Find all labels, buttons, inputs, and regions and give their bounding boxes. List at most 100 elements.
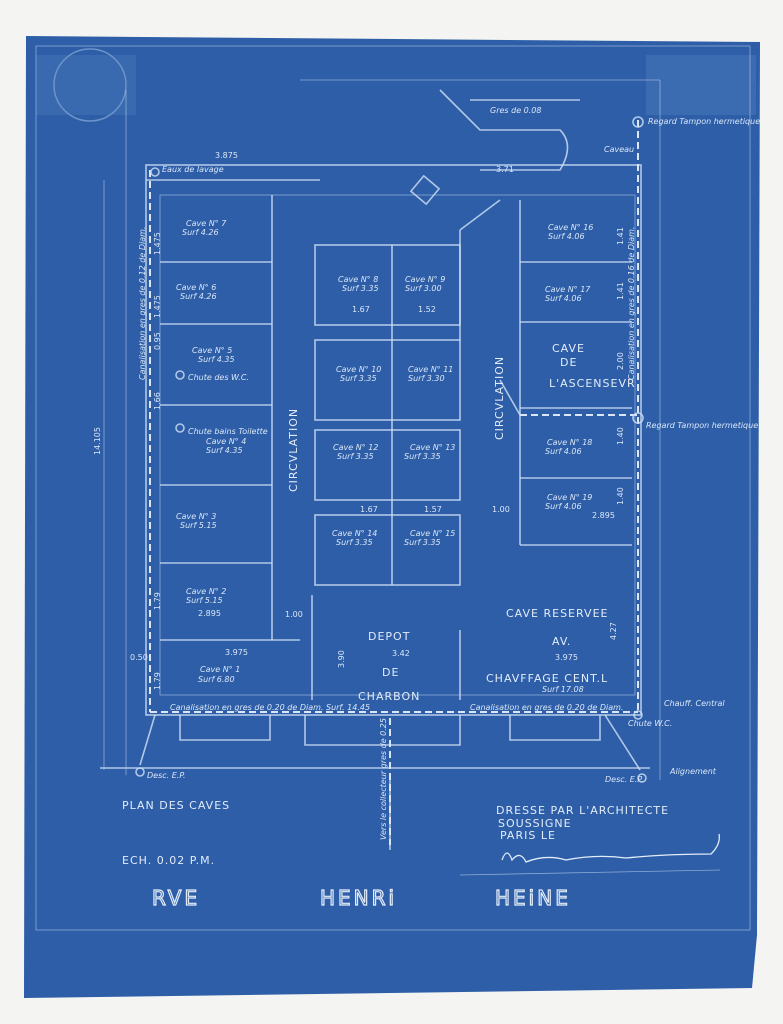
room-name: Cave N° 4 [206,437,246,446]
room-name: Cave N° 16 [548,223,593,232]
room-surface: Surf 3.35 [404,538,441,547]
dimension: 2.895 [592,511,615,520]
note: Regard Tampon hermetique [646,421,758,430]
room-surface: Surf 6.80 [198,675,235,684]
room-name: Cave N° 3 [176,512,216,521]
room-surface: Surf 4.35 [206,446,243,455]
dimension: 1.41 [616,227,625,245]
note: Chute bains Toilette [188,427,268,436]
note: Chauff. Central [664,699,725,708]
depot-label: CHARBON [358,690,420,703]
room-name: Cave N° 10 [336,365,381,374]
dimension: 1.40 [616,487,625,505]
depot-label: DE [382,666,399,679]
architect-line: DRESSE PAR L'ARCHITECTE [496,804,669,817]
walls [100,79,721,876]
dimension: 3.975 [555,653,578,662]
room-surface: Surf 3.30 [408,374,445,383]
plan-title: PLAN DES CAVES [122,799,230,812]
room-name: Cave N° 7 [186,219,227,228]
title-block: PLAN DES CAVES ECH. 0.02 P.M. DRESSE PAR… [122,799,720,911]
dimensions: 3.875 1.475 1.475 0.95 1.66 1.79 1.79 3.… [130,151,625,690]
room-surface: Surf 3.35 [337,452,374,461]
note: Alignement [669,767,717,776]
elevator-cave-label: DE [560,356,577,369]
architect-line: SOUSSIGNE [498,817,572,830]
note: Desc. E.P. [605,775,644,784]
dimension: 2.00 [616,352,625,370]
elevator-cave-label: CAVE [552,342,585,355]
room-name: Cave N° 17 [545,285,591,294]
dimension: 1.475 [153,295,162,318]
annotations: Eaux de lavage Chute des W.C. Chute bain… [93,106,760,840]
room-surface: Surf 4.26 [182,228,219,237]
dimension: 0.95 [153,332,162,350]
room-name: Cave N° 2 [186,587,226,596]
dimension: 1.57 [424,505,442,514]
drainage-pipes [135,116,647,845]
dimension: 14.105 [93,427,102,455]
architect-signature [501,833,720,863]
room-surface: Surf 4.06 [545,447,582,456]
dimension: 1.00 [492,505,510,514]
dimension: 1.79 [153,592,162,610]
reserve-surface: Surf 17.08 [542,685,584,694]
room-surface: Surf 5.15 [186,596,223,605]
room-surface: Surf 4.06 [545,294,582,303]
dimension: 0.50 [130,653,148,662]
room-name: Cave N° 13 [410,443,455,452]
room-name: Cave N° 5 [192,346,232,355]
dimension: 3.71 [496,165,514,174]
dimension: 3.975 [225,648,248,657]
room-name: Cave N° 11 [408,365,453,374]
note: Regard Tampon hermetique [648,117,760,126]
note: Vers le collecteur gres de 0.25 [379,718,388,840]
note: Canalisation en gres de 0.20 de Diam. [470,703,623,712]
room-name: Cave N° 1 [200,665,240,674]
reserve-label: AV. [552,635,571,648]
note: Chute W.C. [628,719,672,728]
room-surface: Surf 5.15 [180,521,217,530]
room-surface: Surf 3.00 [405,284,442,293]
tape-mark [36,55,136,115]
dimension: 4.27 [609,622,618,640]
dimension: 1.66 [153,392,162,410]
note: Eaux de lavage [162,165,224,174]
area-labels: CIRCVLATION CIRCVLATION CAVE DE L'ASCENS… [287,342,636,703]
circulation-label: CIRCVLATION [287,408,300,492]
dimension: 3.875 [215,151,238,160]
room-name: Cave N° 8 [338,275,378,284]
elevator-cave-label: L'ASCENSEVR [549,377,636,390]
room-name: Cave N° 12 [333,443,378,452]
architect-line: PARIS LE [500,829,556,842]
room-surface: Surf 3.35 [342,284,379,293]
dimension: 3.42 [392,649,410,658]
sheet-border [35,45,751,931]
room-surface: Surf 4.26 [180,292,217,301]
dimension: 1.52 [418,305,436,314]
note: Canalisation en gres de 0.16 de Diam. [627,227,636,380]
room-name: Cave N° 19 [547,493,592,502]
dimension: 1.00 [285,610,303,619]
dimension: 2.895 [198,609,221,618]
room-surface: Surf 4.35 [198,355,235,364]
room-name: Cave N° 6 [176,283,216,292]
dimension: 1.79 [153,672,162,690]
note: Gres de 0.08 [490,106,541,115]
note: Canalisation en gres de 0.20 de Diam. Su… [170,703,370,712]
room-surface: Surf 3.35 [340,374,377,383]
note: Caveau [604,145,634,154]
scale-label: ECH. 0.02 P.M. [122,854,215,867]
room-labels: Cave N° 7 Surf 4.26 Cave N° 6 Surf 4.26 … [176,219,593,684]
note: Desc. E.P. [147,771,186,780]
street-word: RVE [152,886,200,910]
reserve-label: CAVE RESERVEE [506,607,608,620]
room-name: Cave N° 14 [332,529,377,538]
street-word: HEiNE [495,886,571,910]
dimension: 3.90 [337,650,346,668]
stamp [53,48,127,122]
dimension: 1.67 [360,505,378,514]
tape-mark [646,55,756,115]
